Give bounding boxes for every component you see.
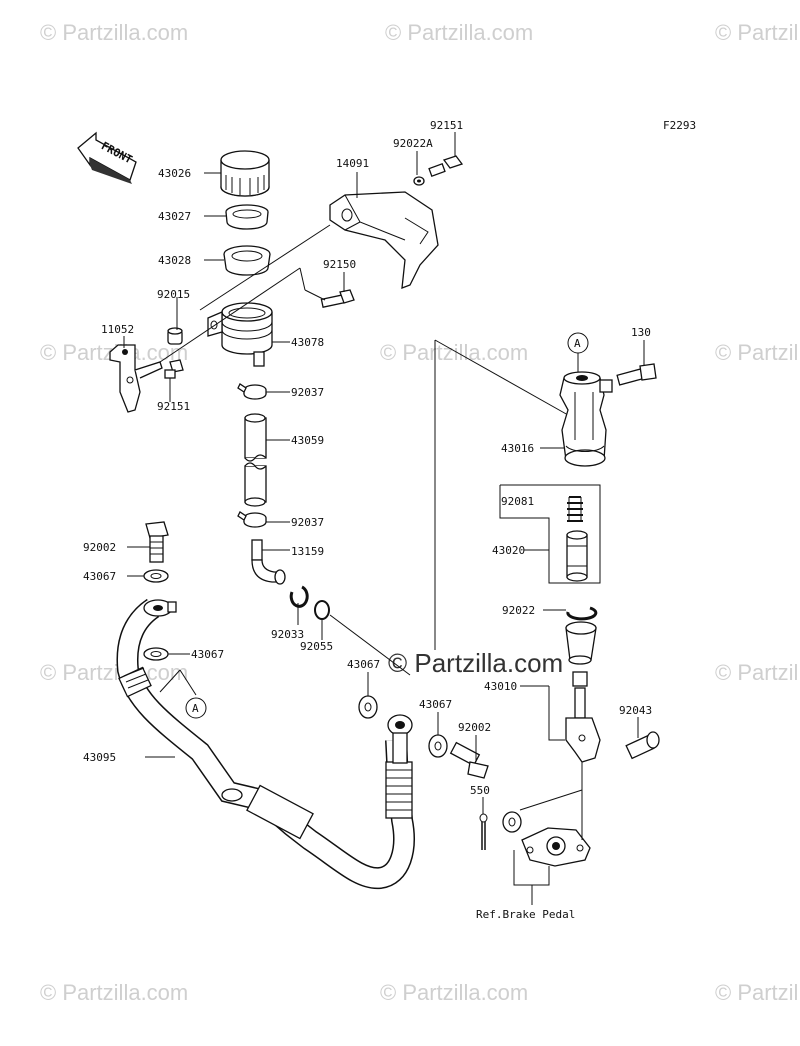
part-label: 14091 (336, 157, 369, 170)
washer-icon (358, 695, 378, 719)
diaphragm-plate-icon (223, 245, 271, 276)
part-label: 92150 (323, 258, 356, 271)
part-label: 92037 (291, 386, 324, 399)
washer-icon (413, 176, 425, 186)
diaphragm-icon (225, 204, 269, 230)
part-label: 11052 (101, 323, 134, 336)
watermark-center: © Partzilla.com (388, 648, 563, 678)
spring-icon (567, 496, 583, 522)
part-label: 92002 (458, 721, 491, 734)
part-label: 43067 (83, 570, 116, 583)
hose-icon (244, 413, 267, 507)
part-label: 43059 (291, 434, 324, 447)
part-label: 130 (631, 326, 651, 339)
clevis-pin-icon (625, 731, 660, 760)
part-label: 43010 (484, 680, 517, 693)
part-label: 43067 (191, 648, 224, 661)
watermark: © Partzilla.com (715, 980, 800, 1005)
bracket-icon (109, 344, 163, 413)
brake-hose-icon (116, 598, 415, 890)
reference-marker-a: A (567, 332, 589, 372)
ref-label: Ref.Brake Pedal (476, 908, 575, 921)
master-cylinder-icon (559, 371, 613, 467)
part-label: 92022A (393, 137, 433, 150)
circlip-icon (289, 585, 309, 608)
watermark: © Partzilla.com (385, 20, 533, 45)
part-label: 92033 (271, 628, 304, 641)
figure-code: F2293 (663, 119, 696, 132)
push-rod-icon (565, 621, 601, 763)
watermark: © Partzilla.com (40, 980, 188, 1005)
bolt-icon (428, 155, 464, 177)
washer-icon (428, 734, 448, 758)
part-label: 43020 (492, 544, 525, 557)
banjo-bolt-icon (145, 521, 169, 563)
reservoir-cap-icon (220, 150, 270, 197)
o-ring-icon (314, 600, 330, 620)
marker-label: A (574, 337, 581, 350)
part-label: 550 (470, 784, 490, 797)
part-label: 92043 (619, 704, 652, 717)
part-label: 92151 (430, 119, 463, 132)
piston-icon (566, 530, 588, 582)
reference-marker-a: A (159, 669, 207, 719)
reservoir-cover-icon (329, 191, 439, 289)
part-label: 43026 (158, 167, 191, 180)
watermark: © Partzilla.com (380, 980, 528, 1005)
washer-icon (143, 569, 169, 583)
watermark: © Partzilla.com (715, 20, 800, 45)
brake-pedal-icon (521, 827, 591, 867)
grommet-icon (167, 327, 183, 345)
part-label: 92015 (157, 288, 190, 301)
watermark: © Partzilla.com (715, 340, 800, 365)
circlip-icon (566, 606, 598, 621)
part-label: 92002 (83, 541, 116, 554)
banjo-bolt-icon (449, 741, 489, 779)
part-label: 43078 (291, 336, 324, 349)
watermark: © Partzilla.com (40, 20, 188, 45)
hose-clamp-icon (237, 511, 267, 528)
bolt-icon (320, 289, 355, 308)
elbow-fitting-icon (251, 539, 286, 585)
part-label: 43016 (501, 442, 534, 455)
part-label: 43027 (158, 210, 191, 223)
front-arrow-icon: FRONT (77, 131, 137, 184)
part-label: 92151 (157, 400, 190, 413)
part-label: 92055 (300, 640, 333, 653)
part-label: 92081 (501, 495, 534, 508)
part-label: 43028 (158, 254, 191, 267)
watermark: © Partzilla.com (715, 660, 800, 685)
washer-icon (502, 811, 522, 833)
cotter-pin-icon (479, 813, 488, 850)
part-label: 92037 (291, 516, 324, 529)
part-label: 92022 (502, 604, 535, 617)
watermark: © Partzilla.com (380, 340, 528, 365)
marker-label: A (192, 702, 199, 715)
watermark-layer: © Partzilla.com © Partzilla.com © Partzi… (40, 20, 800, 1005)
hose-clamp-icon (237, 383, 267, 400)
part-label: 43095 (83, 751, 116, 764)
part-label: 43067 (347, 658, 380, 671)
part-label: 13159 (291, 545, 324, 558)
part-label: 43067 (419, 698, 452, 711)
bolt-icon (616, 363, 657, 386)
washer-icon (143, 647, 169, 661)
watermark: © Partzilla.com (40, 660, 188, 685)
reservoir-icon (207, 302, 273, 367)
